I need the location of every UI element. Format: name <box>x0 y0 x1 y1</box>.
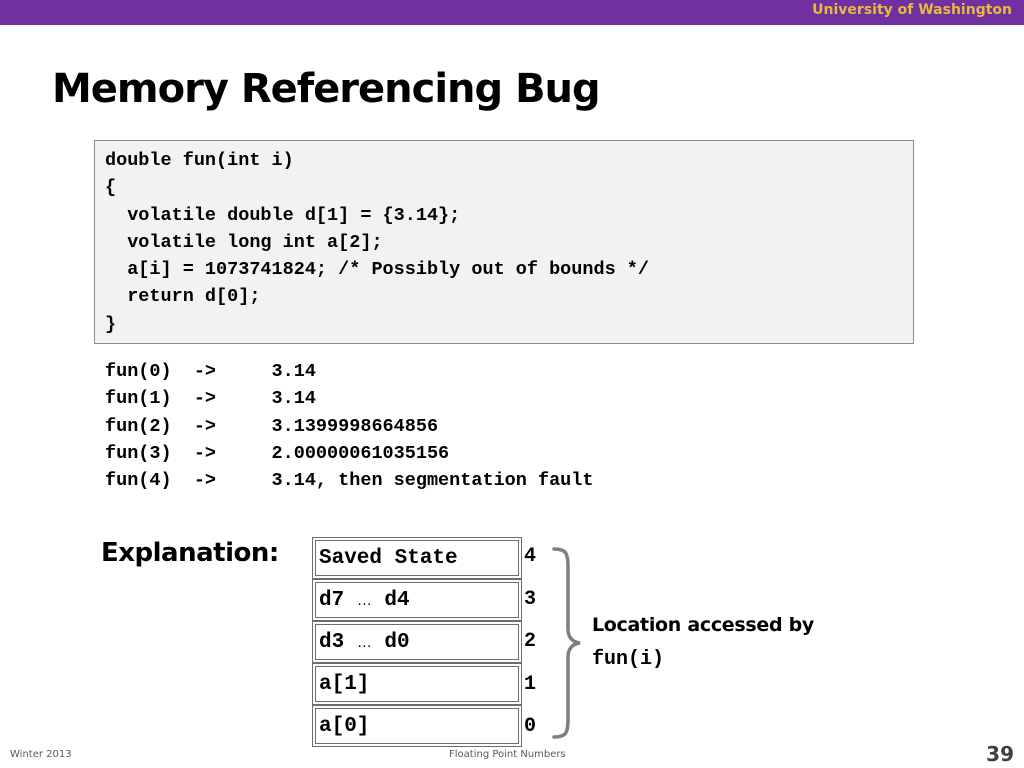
memory-cell-d7-d4: d7 … d4 <box>312 579 522 621</box>
explanation-label: Explanation: <box>101 538 279 568</box>
cell-text: d3 <box>319 631 357 654</box>
memory-index: 4 <box>524 545 537 568</box>
cell-text: d7 <box>319 589 357 612</box>
memory-index: 3 <box>524 588 537 611</box>
memory-cell-label: a[0] <box>319 715 369 738</box>
code-line: volatile double d[1] = {3.14}; <box>105 204 461 226</box>
institution-name: University of Washington <box>812 2 1012 18</box>
output-line: fun(1) -> 3.14 <box>105 388 316 410</box>
code-box: double fun(int i) { volatile double d[1]… <box>94 140 914 344</box>
cell-ellipsis: … <box>356 592 372 609</box>
output-line: fun(4) -> 3.14, then segmentation fault <box>105 470 594 492</box>
cell-text: d4 <box>371 589 410 612</box>
memory-cell-label: d3 … d0 <box>319 631 410 654</box>
page-number: 39 <box>986 742 1014 766</box>
output-line: fun(2) -> 3.1399998664856 <box>105 415 439 437</box>
code-line: } <box>105 313 117 335</box>
code-line: double fun(int i) <box>105 150 294 171</box>
location-code: fun(i) <box>592 648 665 671</box>
slide-title: Memory Referencing Bug <box>52 66 601 112</box>
output-line: fun(3) -> 2.00000061035156 <box>105 442 450 464</box>
code-line: volatile long int a[2]; <box>105 231 383 253</box>
output-line: fun(0) -> 3.14 <box>105 361 316 382</box>
memory-index: 2 <box>524 630 537 653</box>
memory-cell-label: Saved State <box>319 547 458 570</box>
memory-cell-d3-d0: d3 … d0 <box>312 621 522 663</box>
memory-index: 1 <box>524 673 537 696</box>
code-line: a[i] = 1073741824; /* Possibly out of bo… <box>105 259 649 281</box>
memory-cell-label: a[1] <box>319 673 369 696</box>
curly-brace-icon <box>552 547 581 739</box>
memory-cell-a0: a[0] <box>312 705 522 747</box>
header-bar: University of Washington <box>0 0 1024 25</box>
code-line: return d[0]; <box>105 286 261 308</box>
footer-topic: Floating Point Numbers <box>449 749 566 760</box>
memory-cell-a1: a[1] <box>312 663 522 705</box>
location-description: Location accessed by <box>592 614 814 636</box>
footer-term: Winter 2013 <box>10 749 72 760</box>
cell-ellipsis: … <box>356 634 372 651</box>
cell-text: d0 <box>371 631 410 654</box>
memory-cell-saved-state: Saved State <box>312 537 522 579</box>
memory-cell-label: d7 … d4 <box>319 589 410 612</box>
memory-index: 0 <box>524 715 537 738</box>
code-line: { <box>105 177 117 199</box>
cell-text: Saved State <box>319 547 458 570</box>
cell-text: a[0] <box>319 715 370 738</box>
brace-path <box>552 547 581 739</box>
output-block: fun(0) -> 3.14 fun(1) -> 3.14 fun(2) -> … <box>105 358 593 494</box>
cell-text: a[1] <box>319 673 370 696</box>
